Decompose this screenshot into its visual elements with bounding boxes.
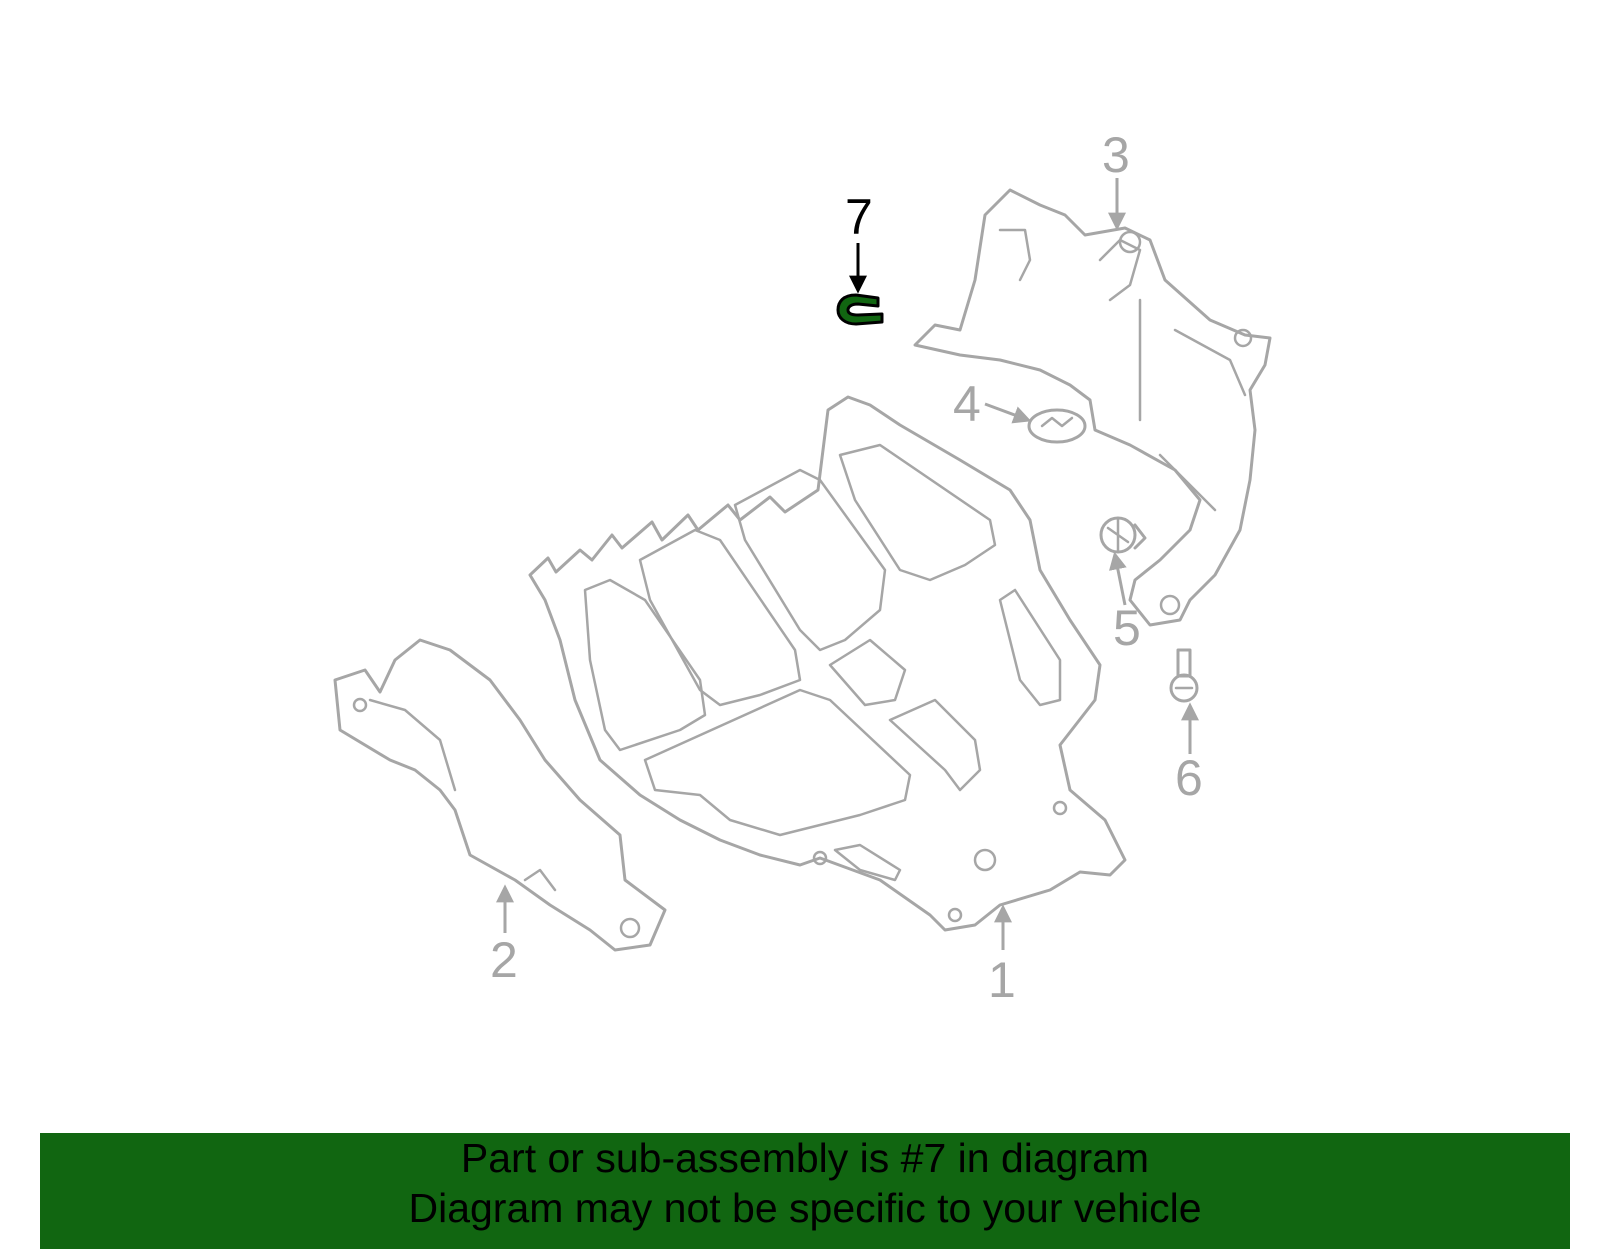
callout-4: 4 [953,376,981,432]
callout-6: 6 [1175,750,1203,806]
banner-line-2: Diagram may not be specific to your vehi… [408,1185,1202,1231]
callout-2: 2 [490,932,518,988]
leader-4 [984,402,1032,424]
callout-7: 7 [845,189,873,245]
part-4-clip [1027,408,1087,444]
part-1-undercover [528,395,1127,932]
info-banner: Part or sub-assembly is #7 in diagram Di… [40,1133,1570,1249]
callout-5: 5 [1113,600,1141,656]
part-5-grommet [1099,516,1147,554]
callout-3: 3 [1102,127,1130,183]
part-2-side-shield [333,638,667,952]
part-3-right-shield [913,188,1272,627]
part-6-bolt [1169,648,1199,703]
leader-5 [1108,551,1127,606]
callout-1: 1 [988,952,1016,1008]
banner-line-1: Part or sub-assembly is #7 in diagram [460,1135,1150,1181]
part-7-highlighted-clip [836,293,884,326]
